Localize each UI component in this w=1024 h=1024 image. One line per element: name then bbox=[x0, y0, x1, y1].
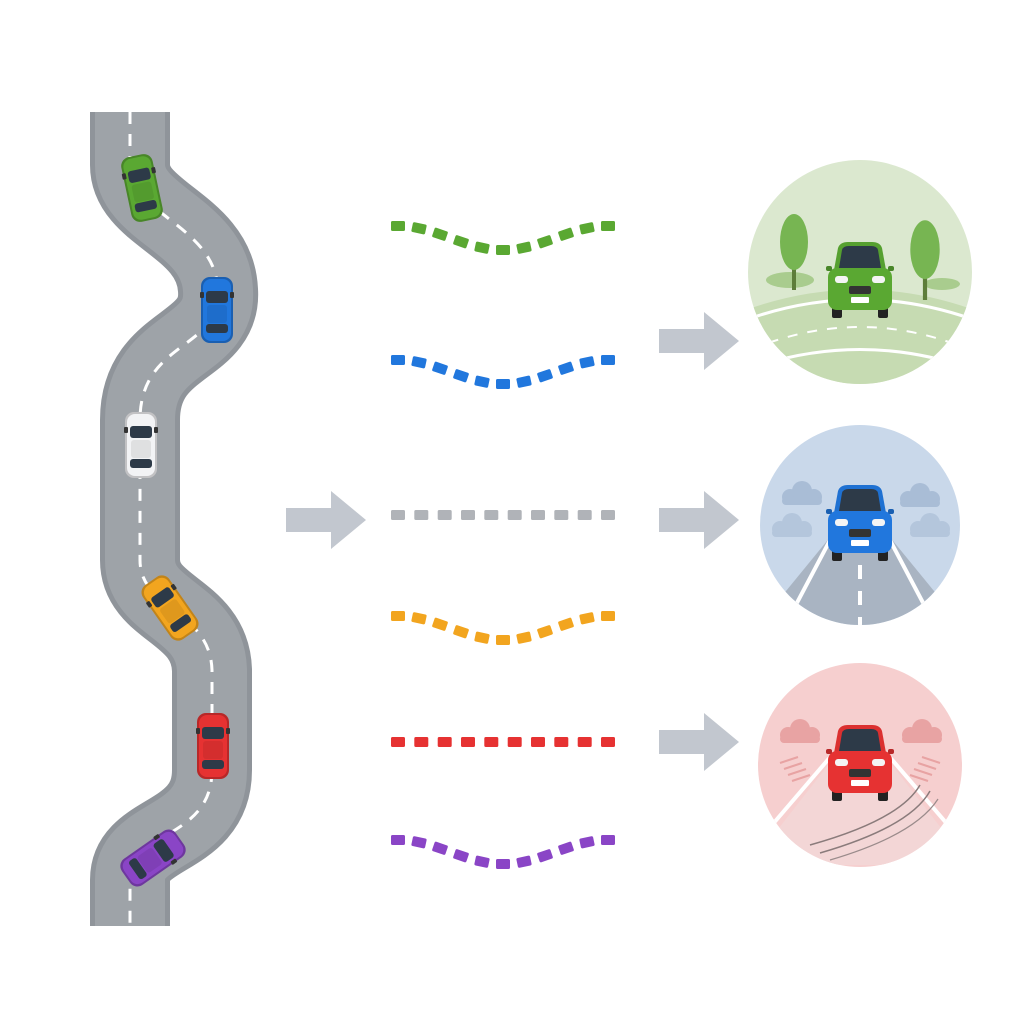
purple-car-icon bbox=[120, 829, 186, 887]
green-output-arrow-icon bbox=[659, 312, 739, 370]
red-car-icon bbox=[196, 713, 230, 779]
driving-scenes bbox=[748, 160, 972, 867]
green-trajectory-line bbox=[391, 221, 615, 255]
red-trajectory-line bbox=[391, 737, 615, 747]
purple-trajectory-line bbox=[391, 835, 615, 869]
cloud-icon bbox=[780, 719, 820, 743]
gray-trajectory-line bbox=[391, 510, 615, 520]
road-center-line bbox=[128, 112, 220, 926]
red-output-arrow-icon bbox=[659, 713, 739, 771]
tree-icon bbox=[780, 214, 808, 290]
blue-front-car-icon bbox=[826, 485, 894, 561]
road-cars bbox=[120, 154, 234, 887]
cloud-icon bbox=[772, 513, 812, 537]
green-car-icon bbox=[121, 154, 163, 222]
green-front-car-icon bbox=[826, 242, 894, 318]
cloud-icon bbox=[900, 483, 940, 507]
cloud-icon bbox=[910, 513, 950, 537]
arrows bbox=[286, 312, 739, 771]
winding-road bbox=[90, 112, 258, 926]
blue-trajectory-line bbox=[391, 355, 615, 389]
trajectory-lines bbox=[391, 221, 615, 869]
white-car-icon bbox=[124, 412, 158, 478]
blue-highway-scene bbox=[760, 425, 960, 625]
blue-output-arrow-icon bbox=[659, 491, 739, 549]
tree-icon bbox=[910, 220, 940, 300]
input-arrow-icon bbox=[286, 491, 366, 549]
cloud-icon bbox=[782, 481, 822, 505]
orange-trajectory-line bbox=[391, 611, 615, 645]
cloud-icon bbox=[902, 719, 942, 743]
red-skid-scene bbox=[758, 663, 962, 867]
green-calm-scene bbox=[748, 160, 972, 384]
orange-car-icon bbox=[141, 575, 199, 641]
blue-car-icon bbox=[200, 277, 234, 343]
red-front-car-icon bbox=[826, 725, 894, 801]
